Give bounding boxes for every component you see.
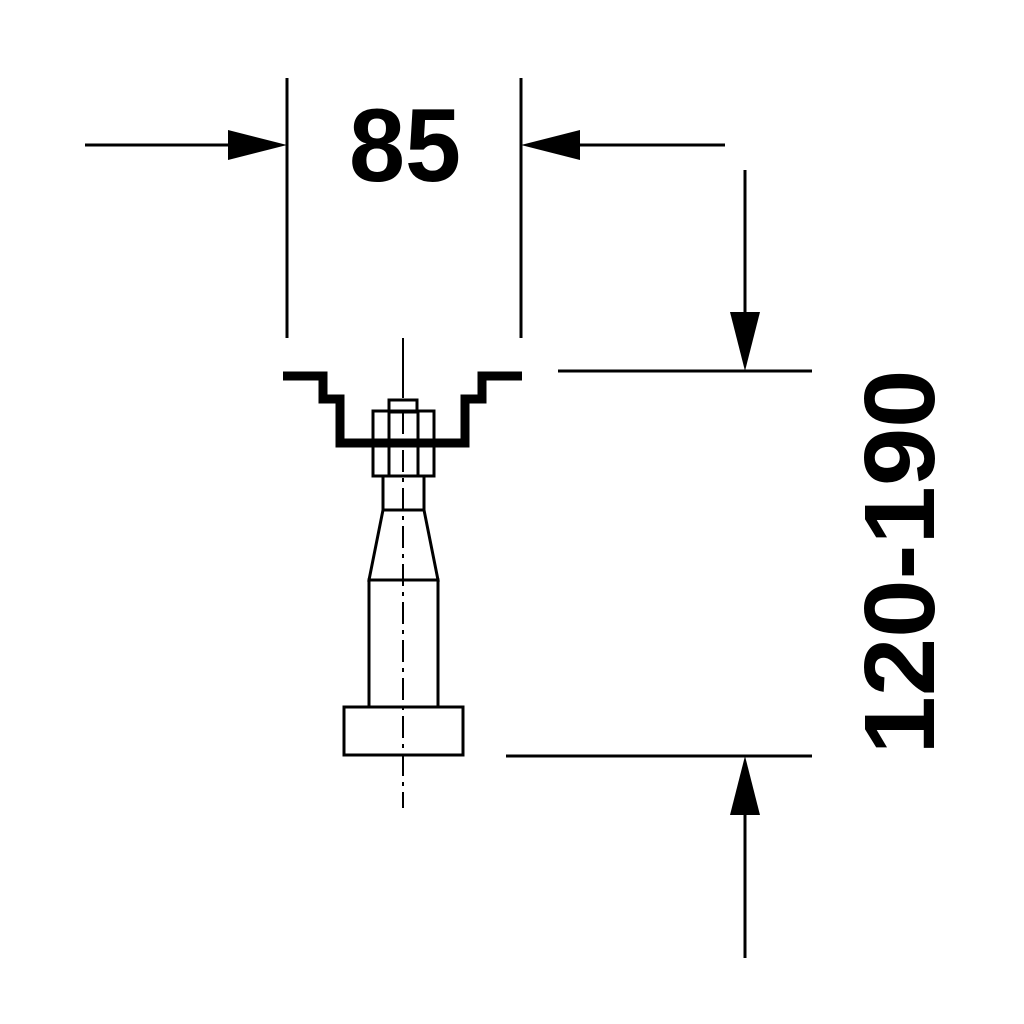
adjustable-foot <box>283 338 522 808</box>
height-arrow-top <box>730 312 760 371</box>
width-dimension: 85 <box>85 78 725 338</box>
height-dimension-label: 120-190 <box>844 370 956 755</box>
width-arrow-right <box>521 130 580 160</box>
height-dimension: 120-190 <box>506 170 956 958</box>
height-arrow-bottom <box>730 756 760 815</box>
width-arrow-left <box>228 130 287 160</box>
width-dimension-label: 85 <box>349 88 461 204</box>
